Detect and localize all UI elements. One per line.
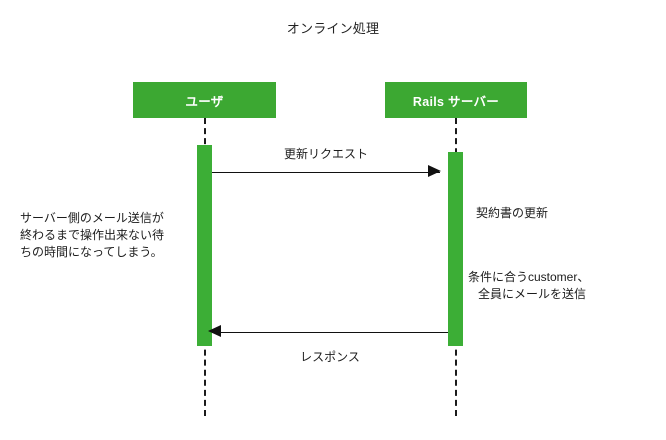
note-user-wait: サーバー側のメール送信が 終わるまで操作出来ない待 ちの時間になってしまう。 — [20, 210, 196, 261]
note-line: 条件に合うcustomer、 — [468, 270, 590, 284]
note-line: 終わるまで操作出来ない待 — [20, 228, 165, 242]
note-line: サーバー側のメール送信が — [20, 211, 164, 225]
activation-bar-server[interactable] — [448, 152, 463, 346]
note-line: 契約書の更新 — [476, 206, 549, 220]
arrowhead-left-icon — [208, 325, 221, 337]
message-arrow-response[interactable] — [212, 332, 448, 333]
note-line: 全員にメールを送信 — [478, 287, 587, 301]
note-line: ちの時間になってしまう。 — [20, 245, 163, 259]
diagram-title: オンライン処理 — [286, 21, 380, 36]
message-label-response: レスポンス — [300, 350, 360, 364]
message-arrow-request[interactable] — [212, 172, 440, 173]
participant-box-user[interactable]: ユーザ — [133, 82, 276, 118]
arrowhead-right-icon — [428, 165, 441, 177]
participant-box-server[interactable]: Rails サーバー — [385, 82, 527, 118]
participant-label-user: ユーザ — [185, 94, 224, 109]
activation-bar-user[interactable] — [197, 145, 212, 346]
note-server-mail: 条件に合うcustomer、 全員にメールを送信 — [468, 269, 658, 303]
note-server-contract: 契約書の更新 — [476, 205, 656, 222]
participant-label-server: Rails サーバー — [412, 94, 500, 109]
message-label-request: 更新リクエスト — [283, 147, 368, 161]
